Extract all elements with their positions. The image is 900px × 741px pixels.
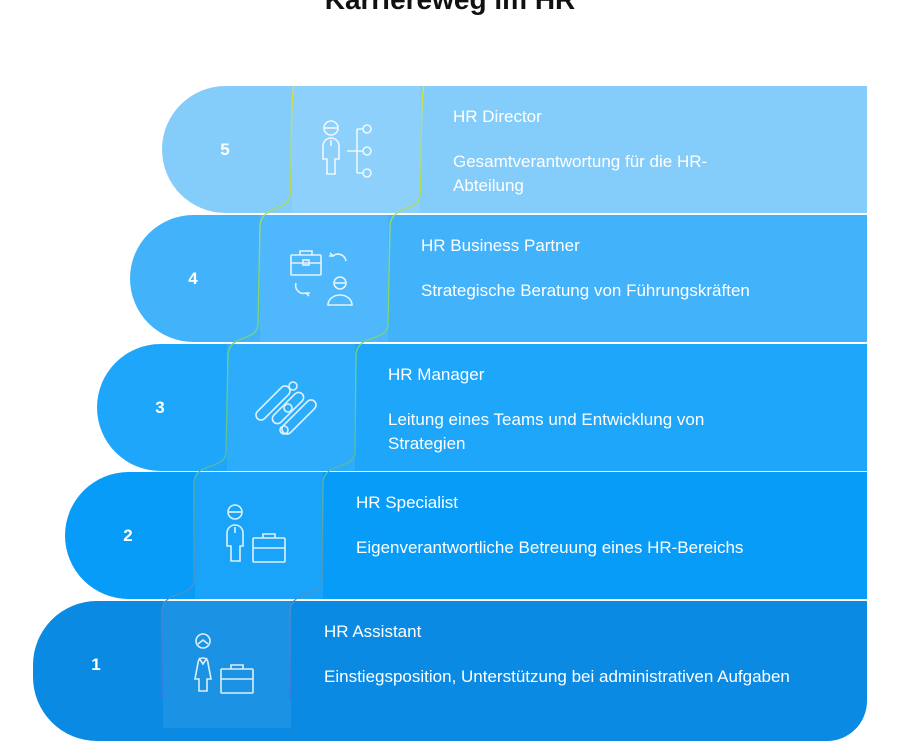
assistant-briefcase-icon	[194, 633, 254, 694]
briefcase-exchange-icon	[290, 250, 353, 306]
step-number: 1	[91, 655, 101, 674]
step-2: 2 HR Specialist Eigenverantwortliche Bet…	[65, 472, 867, 599]
step-description: Eigenverantwortliche Betreuung eines HR-…	[356, 538, 744, 557]
step-title: HR Specialist	[356, 493, 459, 512]
step-title: HR Assistant	[324, 622, 422, 641]
step-title: HR Director	[453, 107, 542, 126]
icon-panel	[195, 472, 323, 599]
step-number: 4	[188, 269, 198, 288]
strategy-icon	[255, 381, 317, 435]
step-description: Leitung eines Teams und Entwicklung von …	[388, 410, 705, 453]
step-5: 5 HR Director Gesamtverantwortung für di…	[162, 86, 867, 213]
icon-panel	[163, 601, 291, 728]
step-number: 2	[123, 526, 133, 545]
step-title: HR Manager	[388, 365, 485, 384]
step-4: 4 HR Business Partner Strategische Berat…	[130, 215, 867, 342]
icon-panel	[292, 86, 420, 213]
step-description: Einstiegsposition, Unterstützung bei adm…	[324, 667, 790, 686]
step-number: 5	[220, 140, 230, 159]
step-1: 1 HR Assistant Einstiegsposition, Unters…	[33, 601, 867, 741]
step-number: 3	[155, 398, 165, 417]
person-briefcase-icon	[226, 504, 286, 563]
step-description: Strategische Beratung von Führungskräfte…	[421, 281, 750, 300]
step-3: 3 HR Manager Leitung eines Teams und Ent…	[97, 344, 867, 471]
step-title: HR Business Partner	[421, 236, 580, 255]
step-description: Gesamtverantwortung für die HR-Abteilung	[453, 152, 708, 195]
leader-org-icon	[322, 120, 372, 178]
icon-panel	[260, 215, 388, 342]
icon-panel	[227, 344, 355, 471]
diagram-title: Karriereweg im HR	[0, 0, 900, 16]
